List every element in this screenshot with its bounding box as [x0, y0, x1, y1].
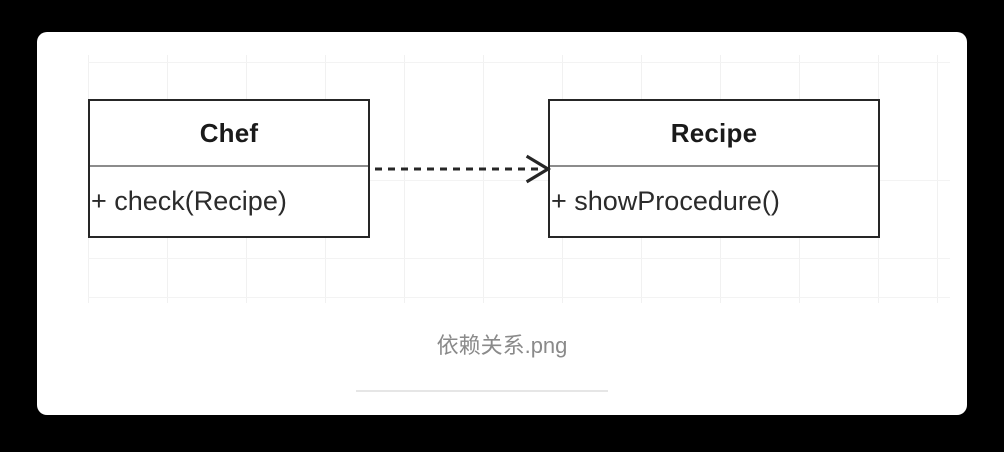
uml-class-recipe-title: Recipe [670, 118, 758, 148]
uml-member-check: + check(Recipe) [91, 186, 287, 216]
grid-line-horizontal-2 [88, 258, 950, 259]
uml-member-show-procedure: + showProcedure() [551, 186, 780, 216]
uml-class-recipe-members: + showProcedure() [550, 167, 878, 236]
uml-class-chef-members: + check(Recipe) [90, 167, 368, 236]
grid-line-vertical-11 [937, 55, 938, 303]
uml-class-recipe-divider [550, 165, 878, 167]
uml-class-chef-title: Chef [199, 118, 259, 148]
dependency-arrow-icon [375, 154, 552, 184]
grid-line-horizontal-0 [88, 62, 950, 63]
dependency-arrowhead [525, 154, 552, 184]
image-caption: 依赖关系.png [436, 333, 568, 358]
grid-line-vertical-5 [483, 55, 484, 303]
uml-class-chef[interactable]: Chef + check(Recipe) [88, 99, 370, 238]
grid-line-horizontal-3 [88, 297, 950, 298]
grid-line-vertical-4 [404, 55, 405, 303]
uml-class-recipe[interactable]: Recipe + showProcedure() [548, 99, 880, 238]
image-preview-card: Chef + check(Recipe) Recipe + showProced… [37, 32, 967, 415]
uml-class-chef-divider [90, 165, 368, 167]
caption-divider [356, 390, 608, 392]
